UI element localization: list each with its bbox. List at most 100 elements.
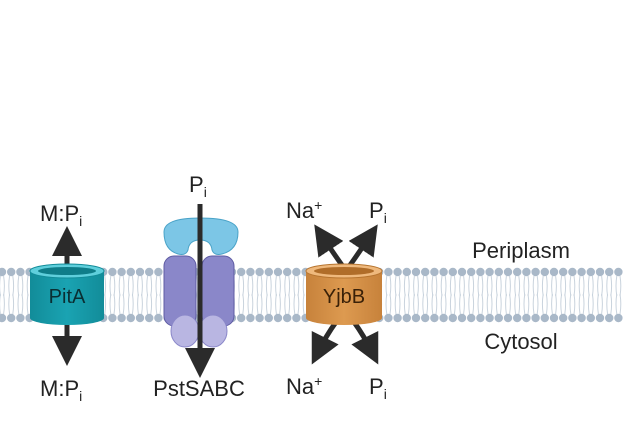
lipid-head xyxy=(411,313,421,323)
lipid-head xyxy=(568,267,577,277)
lipid-tail xyxy=(468,293,471,315)
lipid-tail xyxy=(541,293,544,315)
lipid-tail xyxy=(109,293,112,315)
lipid-head xyxy=(503,313,513,323)
lipid-head xyxy=(494,267,503,277)
lipid-tail xyxy=(569,275,572,297)
lipid-tail xyxy=(422,275,425,297)
yjbb-pi-top-label: Pi xyxy=(369,198,387,226)
lipid-head xyxy=(457,313,467,323)
lipid-tail xyxy=(490,275,493,297)
lipid-tail xyxy=(269,293,272,315)
lipid-tail xyxy=(8,275,11,297)
lipid-tail xyxy=(514,293,517,315)
lipid-head xyxy=(384,267,393,277)
lipid-tail xyxy=(159,275,162,297)
lipid-head xyxy=(513,313,522,323)
lipid-tail xyxy=(417,275,419,297)
lipid-tail xyxy=(426,275,429,297)
lipid-tail xyxy=(610,293,613,315)
lipid-tail xyxy=(141,293,143,315)
lipid-head xyxy=(448,313,457,323)
lipid-tail xyxy=(545,275,548,297)
lipid-tail xyxy=(422,293,425,315)
lipid-head xyxy=(577,267,586,277)
lipid-tail xyxy=(389,293,392,315)
lipid-tail xyxy=(21,275,24,297)
pstsabc-atpase-right xyxy=(198,314,228,348)
lipid-tail xyxy=(597,275,599,297)
lipid-tail xyxy=(302,275,305,297)
lipid-tail xyxy=(155,293,158,315)
lipid-head xyxy=(126,313,135,323)
lipid-tail xyxy=(12,275,15,297)
yjbb-na-top-label: Na+ xyxy=(286,197,322,223)
lipid-tail xyxy=(569,293,572,315)
lipid-tail xyxy=(118,293,121,315)
lipid-tail xyxy=(8,293,11,315)
lipid-tail xyxy=(293,275,296,297)
lipid-tail xyxy=(463,293,465,315)
lipid-head xyxy=(411,267,421,277)
lipid-tail xyxy=(196,293,199,315)
lipid-tail xyxy=(514,275,517,297)
lipid-tail xyxy=(523,275,526,297)
lipid-tail xyxy=(560,275,563,297)
lipid-head xyxy=(614,313,623,323)
lipid-tail xyxy=(499,275,502,297)
lipid-tail xyxy=(26,275,29,297)
lipid-head xyxy=(402,313,411,323)
lipid-tail xyxy=(615,293,618,315)
lipid-tail xyxy=(551,293,553,315)
lipid-tail xyxy=(104,293,107,315)
lipid-head xyxy=(421,313,430,323)
lipid-head xyxy=(476,313,485,323)
yjbb-na-bottom-label: Na+ xyxy=(286,373,322,399)
lipid-tail xyxy=(242,293,245,315)
lipid-tail xyxy=(536,275,539,297)
lipid-head xyxy=(605,267,614,277)
lipid-tail xyxy=(490,293,493,315)
lipid-head xyxy=(108,313,117,323)
lipid-tail xyxy=(444,275,447,297)
lipid-tail xyxy=(597,293,599,315)
lipid-head xyxy=(154,313,163,323)
lipid-tail xyxy=(573,275,576,297)
lipid-tail xyxy=(385,293,388,315)
lipid-tail xyxy=(284,293,287,315)
pstsabc-name: PstSABC xyxy=(153,376,245,401)
lipid-tail xyxy=(615,275,618,297)
yjbb-na-in-arrow xyxy=(311,320,339,365)
lipid-head xyxy=(264,313,273,323)
lipid-tail xyxy=(394,293,397,315)
lipid-tail xyxy=(251,275,254,297)
lipid-tail xyxy=(509,275,511,297)
lipid-tail xyxy=(109,275,112,297)
lipid-tail xyxy=(431,293,434,315)
pstsabc-transporter: Pi PstSABC xyxy=(153,172,245,401)
lipid-head xyxy=(467,313,476,323)
lipid-tail xyxy=(560,293,563,315)
lipid-tail xyxy=(26,293,29,315)
lipid-head xyxy=(476,267,485,277)
lipid-tail xyxy=(403,293,406,315)
lipid-tail xyxy=(385,275,388,297)
lipid-tail xyxy=(118,275,121,297)
lipid-tail xyxy=(545,293,548,315)
lipid-head xyxy=(531,313,540,323)
lipid-tail xyxy=(495,293,498,315)
lipid-tail xyxy=(242,275,245,297)
lipid-head xyxy=(7,313,16,323)
lipid-tail xyxy=(573,293,576,315)
lipid-tail xyxy=(606,275,609,297)
lipid-head xyxy=(255,313,264,323)
lipid-head xyxy=(614,267,623,277)
lipid-tail xyxy=(238,275,241,297)
lipid-tail xyxy=(137,275,139,297)
yjbb-na-out-arrow xyxy=(314,224,347,270)
lipid-head xyxy=(586,267,595,277)
lipid-tail xyxy=(551,275,553,297)
lipid-head xyxy=(503,267,513,277)
lipid-head xyxy=(126,267,135,277)
lipid-head xyxy=(273,267,283,277)
